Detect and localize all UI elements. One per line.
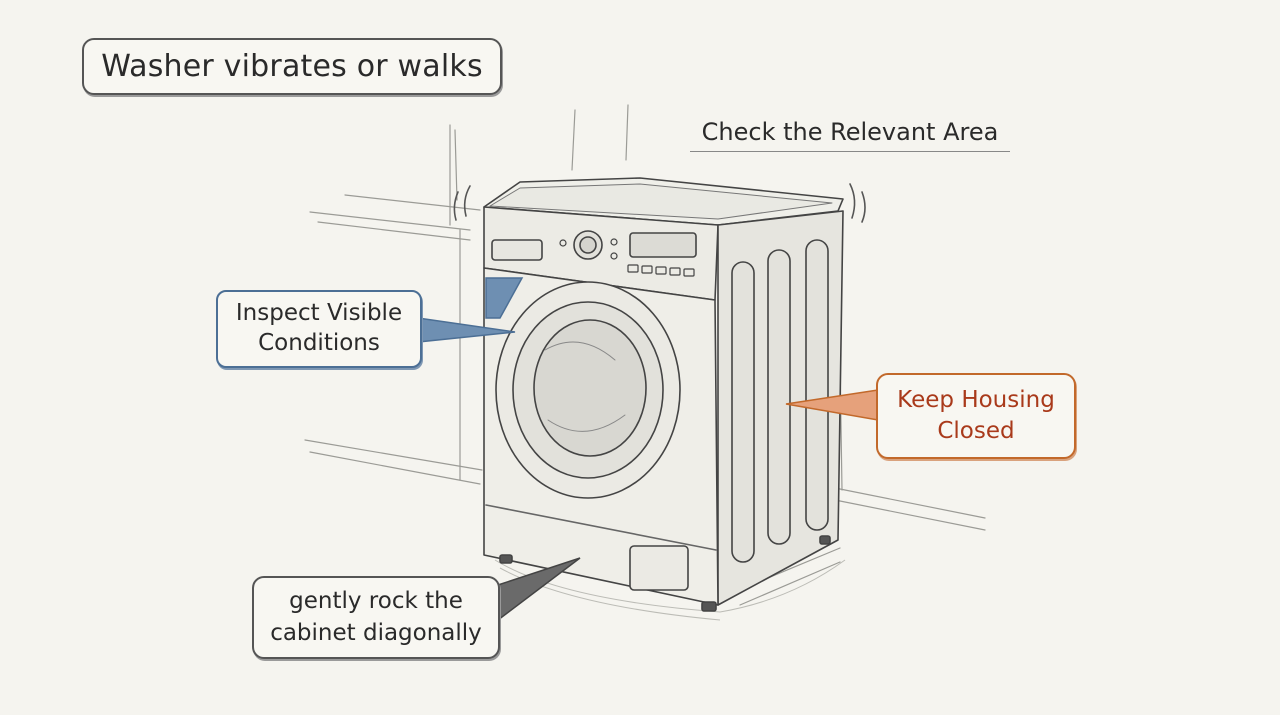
page-title: Washer vibrates or walks [82,38,502,95]
vibration-marks [453,183,866,223]
rock-cabinet-callout: gently rock the cabinet diagonally [252,576,500,659]
detergent-drawer-highlight [485,277,524,319]
inspect-conditions-callout: Inspect Visible Conditions [216,290,422,368]
section-header-note: Check the Relevant Area [690,112,1010,152]
detergent-drawer [491,239,543,261]
washing-machine [483,177,844,612]
display-panel-icon [629,232,697,258]
keep-housing-closed-callout: Keep Housing Closed [876,373,1076,459]
